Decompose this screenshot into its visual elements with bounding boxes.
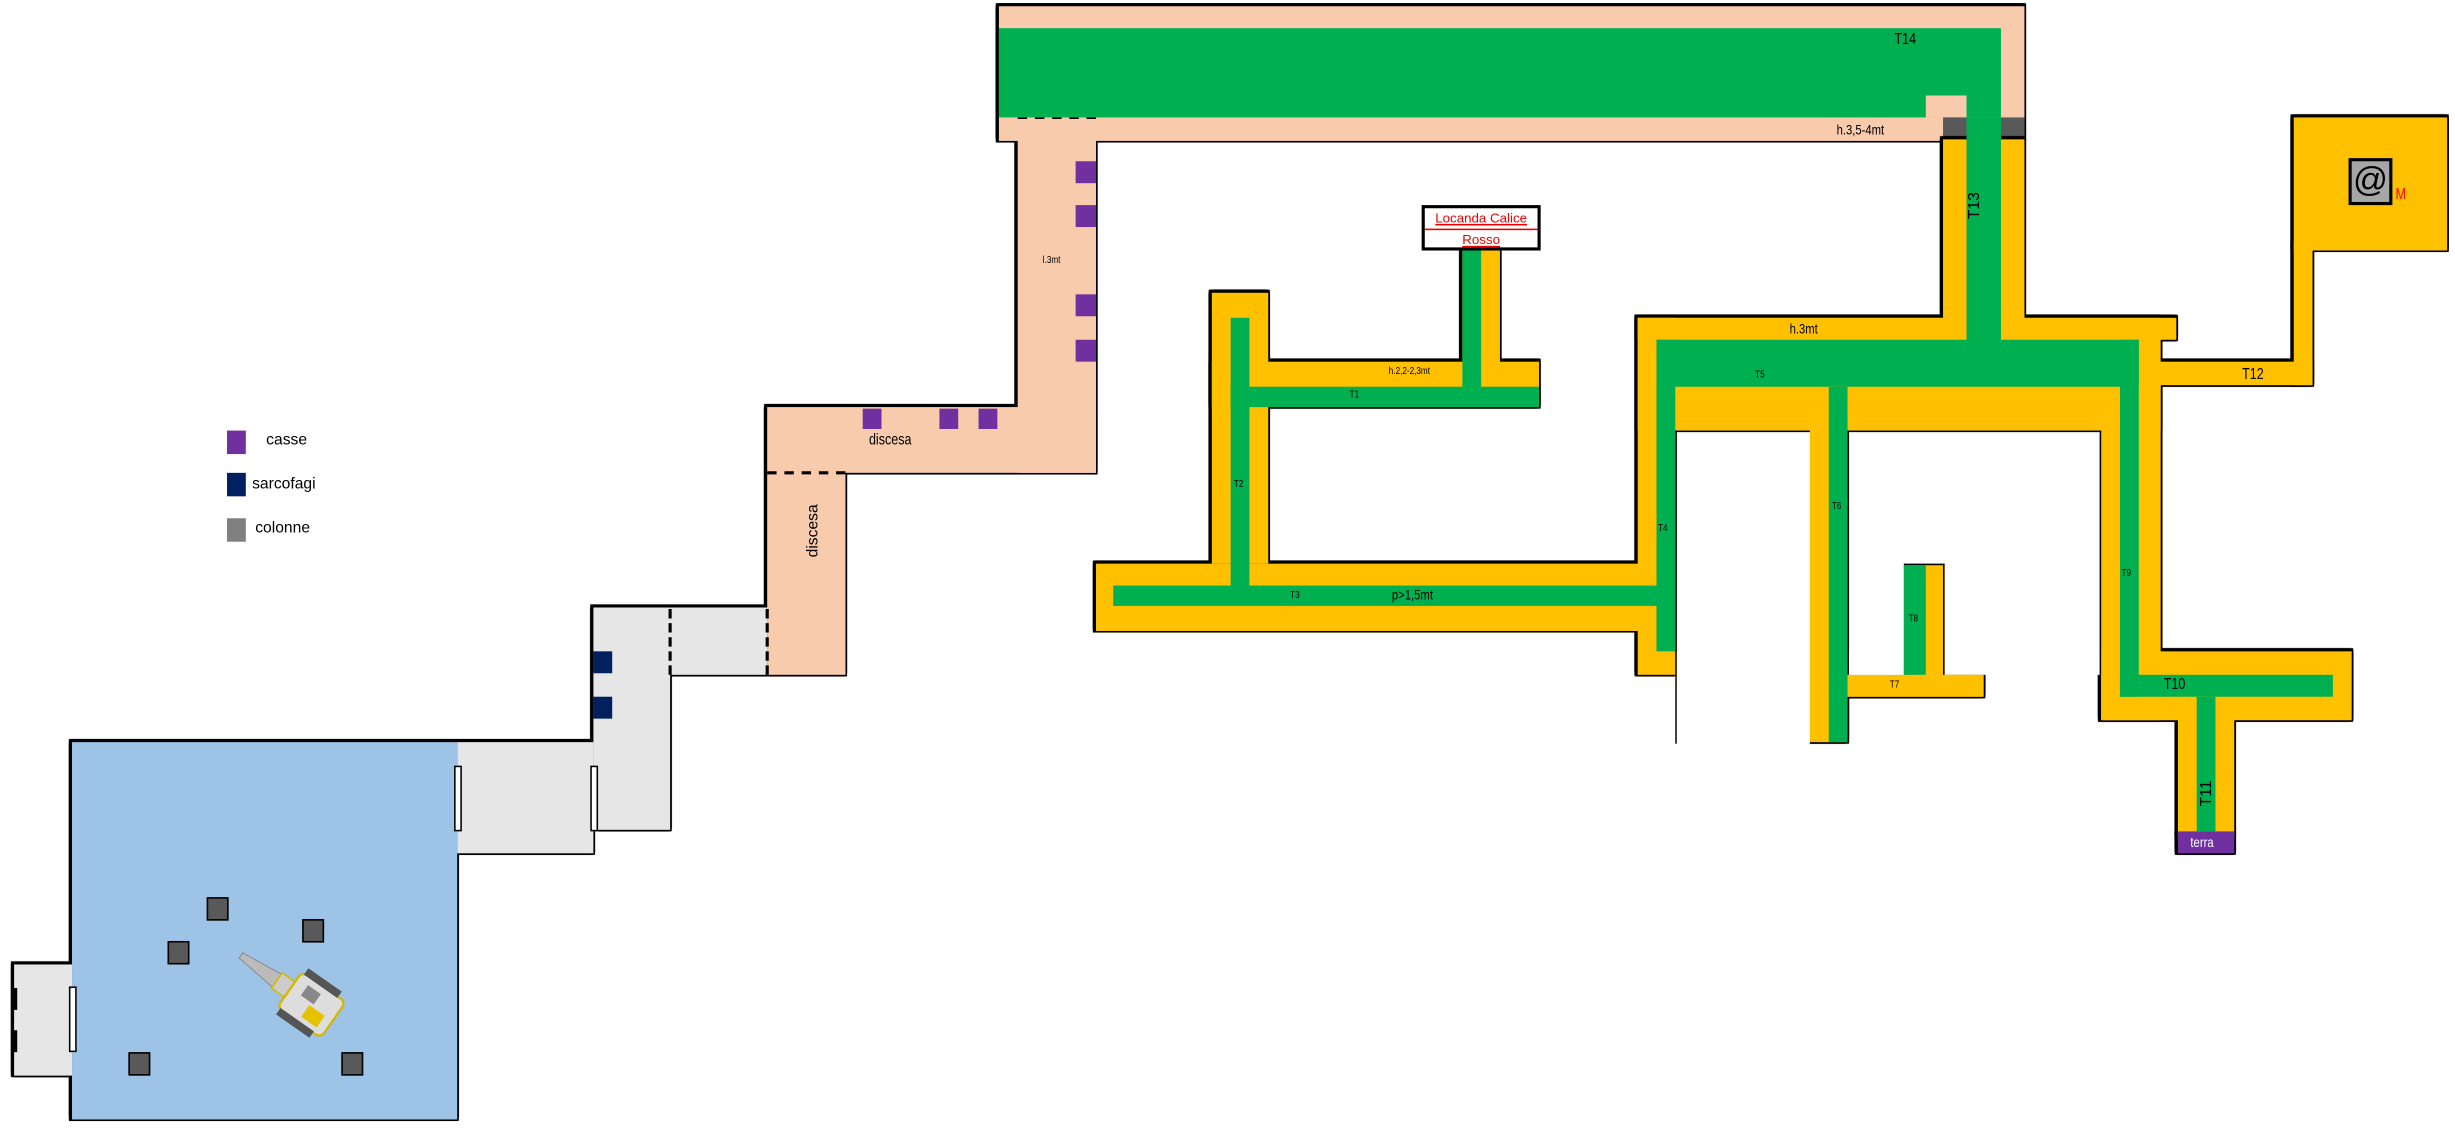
corridor-join	[768, 408, 844, 674]
path-t10	[2119, 674, 2333, 697]
label-t5: T5	[1755, 369, 1765, 381]
legend-label-colonne: colonne	[255, 519, 311, 538]
crate	[1075, 205, 1096, 228]
path-t8	[1903, 565, 1926, 675]
threshold-dashed	[668, 609, 672, 675]
path-t2	[1230, 317, 1250, 588]
door[interactable]	[68, 986, 77, 1053]
room-join	[594, 609, 766, 674]
column	[167, 940, 190, 965]
legend-swatch-colonne	[227, 518, 246, 542]
drill-machine-icon	[238, 952, 345, 1038]
corridor-join	[1019, 408, 1095, 472]
threshold-dashed	[765, 609, 769, 675]
label-t12: T12	[2242, 366, 2264, 384]
path-t11	[2196, 696, 2216, 832]
path-t3	[1113, 585, 1676, 606]
door[interactable]	[590, 765, 599, 832]
label-h-t1: h.2,2-2,3mt	[1388, 366, 1430, 378]
void	[1676, 651, 1809, 746]
label-t4: T4	[1658, 522, 1668, 534]
gate-block	[1943, 117, 1967, 141]
legend-label-sarcofagi: sarcofagi	[252, 475, 316, 494]
door[interactable]	[10, 987, 18, 1010]
path-t5	[1656, 339, 2139, 387]
notch	[1925, 95, 1967, 118]
label-corridor-width: l.3mt	[1042, 255, 1061, 267]
path-t13	[1966, 117, 2001, 345]
terra-block	[2177, 831, 2235, 854]
label-t14: T14	[1894, 31, 1917, 49]
label-t7: T7	[1889, 679, 1900, 691]
door[interactable]	[454, 765, 462, 832]
tunnel-t7-fill	[1847, 674, 1983, 697]
label-t10: T10	[2163, 676, 2186, 694]
path-t6	[1828, 386, 1848, 743]
label-h-top: h.3,5-4mt	[1836, 122, 1885, 138]
column	[341, 1052, 364, 1076]
tunnel-t12	[2152, 361, 2313, 386]
crate	[1075, 161, 1096, 184]
room-join	[458, 743, 592, 852]
label-depth-t3: p>1,5mt	[1391, 587, 1433, 603]
gate-block	[2000, 117, 2025, 141]
void	[1847, 430, 2102, 675]
sarcophagus	[593, 651, 613, 674]
tunnel-t12-vertical	[2293, 242, 2313, 386]
path-t1	[1230, 386, 1540, 408]
m-marker: M	[2395, 186, 2406, 204]
label-descent-v: discesa	[804, 504, 822, 558]
entrance-room	[14, 964, 73, 1076]
label-t9: T9	[2121, 568, 2132, 580]
corridor-join	[1019, 118, 1095, 138]
path-locanda	[1462, 250, 1482, 392]
at-symbol-icon[interactable]: @	[2348, 158, 2393, 206]
label-t3: T3	[1290, 590, 1300, 602]
locanda-line-1: Locanda Calice	[1424, 208, 1538, 231]
locanda-line-2: Rosso	[1462, 231, 1501, 248]
legend-swatch-casse	[227, 430, 246, 455]
door[interactable]	[10, 1030, 18, 1053]
label-t2: T2	[1233, 479, 1244, 491]
path-t14	[998, 28, 2001, 118]
crate	[978, 408, 998, 430]
path-t4	[1656, 339, 1676, 652]
void	[1849, 651, 1904, 675]
label-t1: T1	[1349, 389, 1360, 401]
crate	[862, 408, 882, 430]
column	[302, 919, 325, 943]
crate	[1075, 294, 1096, 317]
locanda-sign[interactable]: Locanda Calice Rosso	[1421, 205, 1541, 251]
sarcophagus	[593, 696, 613, 719]
threshold-dashed	[767, 471, 846, 475]
crate	[1075, 339, 1096, 362]
label-t6: T6	[1831, 501, 1842, 512]
crate	[939, 408, 959, 430]
label-t8: T8	[1908, 613, 1919, 625]
column	[206, 897, 229, 921]
label-t11: T11	[2198, 780, 2216, 807]
label-terra: terra	[2190, 834, 2214, 851]
path-t9	[2119, 339, 2139, 697]
label-t13: T13	[1966, 192, 1984, 220]
legend-label-casse: casse	[266, 432, 308, 450]
label-h-t5: h.3mt	[1789, 320, 1818, 337]
legend-swatch-sarcofagi	[227, 472, 246, 497]
label-descent-h: discesa	[868, 432, 912, 450]
column	[128, 1052, 151, 1076]
